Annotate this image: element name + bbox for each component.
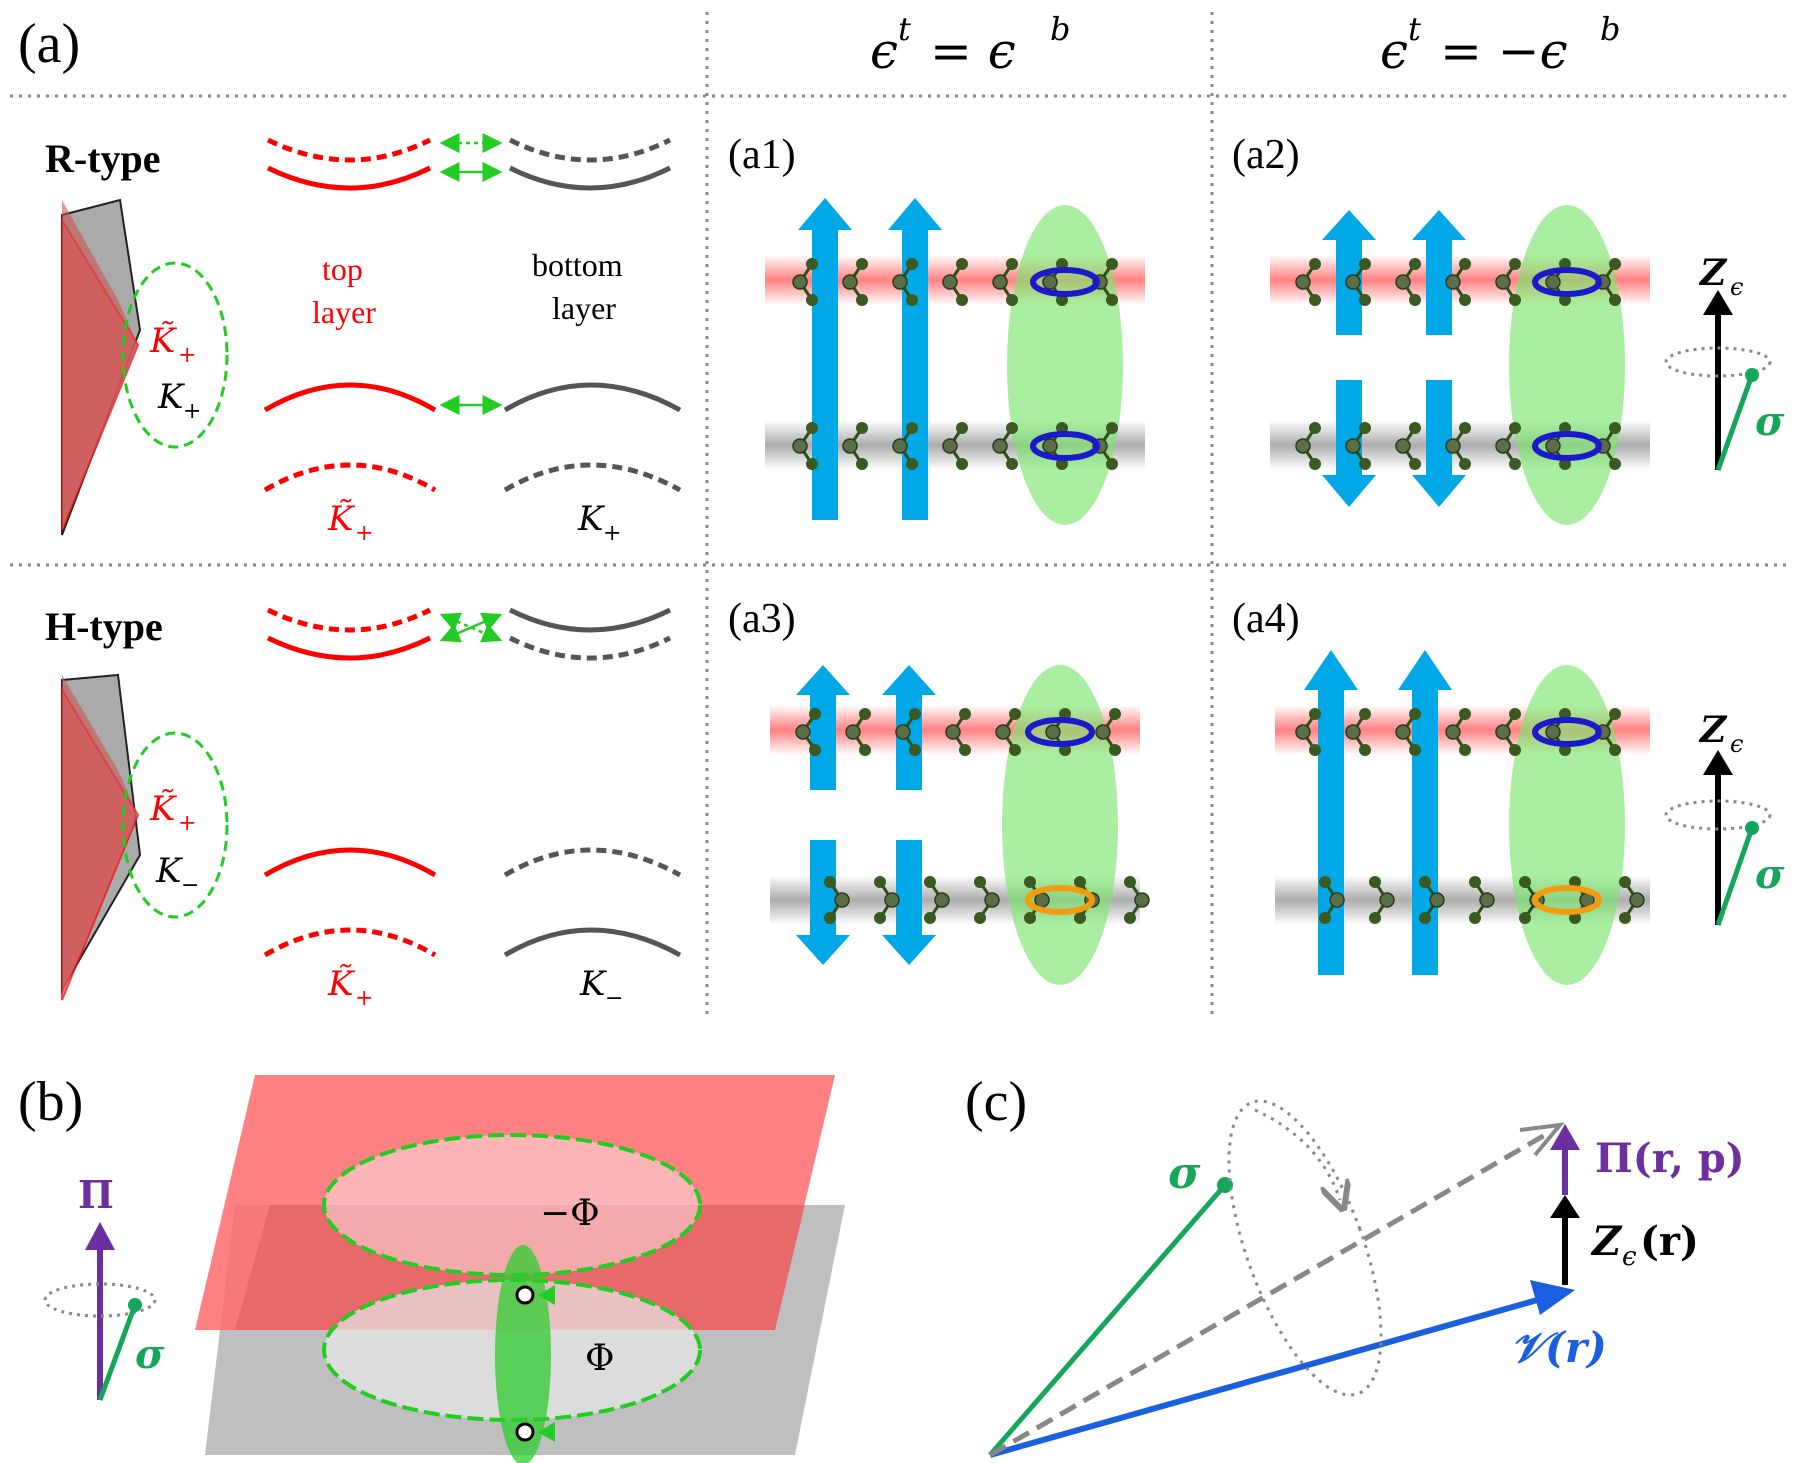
r-type-curves (263, 133, 682, 493)
col1-eps: ϵ (870, 22, 898, 80)
total-vector (988, 1132, 1547, 1458)
label-k-plus-r2: K (577, 499, 606, 539)
r-type-bands: K̃ + K + (61, 198, 229, 536)
col2-eps: ϵ (1380, 22, 1408, 80)
rotation-arrow (1532, 717, 1602, 747)
panel-a1 (765, 198, 1145, 525)
sigma-label-a4: σ (1755, 851, 1785, 898)
label-k-plus-sub-r2: + (603, 521, 621, 546)
v-vector (989, 1292, 1556, 1458)
label-kt-plus-sub-r2: + (355, 521, 373, 546)
panel-label-b: (b) (18, 1071, 83, 1133)
column-header-1: ϵ t = ϵ b (870, 10, 1070, 80)
sigma-vector (988, 1183, 1227, 1457)
v-r-label: 𝒱(r) (1510, 1323, 1607, 1372)
z-eps-sub-a2: ϵ (1730, 273, 1743, 301)
col2-sup: t (1408, 10, 1421, 48)
sigma-label-c: σ (1168, 1148, 1201, 1199)
panel-label-c: (c) (965, 1071, 1027, 1133)
spin-arrow-up (888, 198, 942, 520)
spin-arrow-up (798, 198, 852, 520)
minus-phi-label: −Φ (540, 1193, 600, 1234)
rotation-arrow (1532, 431, 1602, 461)
panel-c: σ Π(r, p) Z ϵ (r) 𝒱(r) (988, 1099, 1745, 1458)
col1-sup2: b (1050, 10, 1070, 48)
label-kt-plus-r2: K̃ (327, 499, 356, 539)
z-eps-label-c: Z (1590, 1218, 1623, 1265)
top-layer-line1: top (322, 251, 363, 287)
col2-eq: = −ϵ (1440, 22, 1568, 80)
top-layer-line2: layer (312, 294, 376, 330)
valley-ellipse-h (121, 731, 229, 919)
bottom-layer-line2: layer (552, 290, 616, 326)
label-k-minus-sub-h2: − (605, 986, 623, 1011)
label-kt-plus-h2: K̃ (327, 964, 356, 1004)
label-kt-plus-sub-h: + (178, 811, 196, 836)
bottom-layer-line1: bottom (532, 247, 623, 283)
z-eps-label-a2: Z (1698, 252, 1728, 294)
label-k-minus-sub-h: − (181, 873, 199, 898)
spin-arrow-up (1412, 210, 1466, 335)
panel-b: Π σ −Φ Φ (43, 1075, 845, 1463)
panel-a4: Z ϵ σ (1275, 650, 1785, 985)
h-type-bands: K̃ + K − (61, 673, 229, 1001)
spin-arrow-down (1412, 380, 1466, 507)
panel-label-a: (a) (18, 13, 80, 75)
label-k-minus-h2: K (579, 964, 608, 1004)
panel-label-a4: (a4) (1232, 596, 1300, 642)
panel-label-a3: (a3) (728, 596, 796, 642)
z-eps-label-a4: Z (1698, 709, 1728, 751)
label-kt-plus-h: K̃ (149, 789, 178, 829)
rotation-arrow-orange (1532, 885, 1602, 915)
panel-a3 (770, 665, 1151, 985)
row-label-h-type: H-type (45, 604, 163, 649)
panel-label-a1: (a1) (728, 132, 796, 178)
spin-arrow-up (796, 665, 850, 790)
label-kt-plus-r: K̃ (149, 321, 178, 361)
pi-rp-label: Π(r, p) (1595, 1135, 1745, 1182)
phi-label: Φ (585, 1338, 615, 1379)
label-k-plus-sub-r: + (183, 399, 201, 424)
row-label-r-type: R-type (45, 136, 161, 181)
panel-a2: Z ϵ σ (1270, 205, 1785, 525)
sigma-label-b: σ (135, 1331, 165, 1378)
column-header-2: ϵ t = −ϵ b (1380, 10, 1620, 80)
rotation-arrow (1030, 431, 1100, 461)
col1-sup: t (898, 10, 911, 48)
col2-sup2: b (1600, 10, 1620, 48)
spin-arrow-down (796, 840, 850, 965)
rotation-arrow-orange (1025, 885, 1095, 915)
z-r-label: (r) (1640, 1218, 1699, 1265)
panel-label-a2: (a2) (1232, 132, 1300, 178)
z-eps-sub-c: ϵ (1622, 1242, 1637, 1272)
valley-ellipse-r (121, 261, 229, 449)
rotation-arrow (1025, 717, 1095, 747)
label-kt-plus-sub-r: + (178, 343, 196, 368)
label-k-plus-r: K (157, 377, 186, 417)
spin-arrow-up (1304, 650, 1358, 975)
spin-arrow-up (1398, 650, 1452, 975)
label-k-minus-h: K (155, 851, 184, 891)
pi-label-b: Π (78, 1172, 114, 1217)
spin-arrow-up (1322, 210, 1376, 335)
rotation-arrow (1030, 267, 1100, 297)
z-eps-sub-a4: ϵ (1730, 730, 1743, 758)
rotation-arrow (1532, 267, 1602, 297)
label-kt-plus-sub-h2: + (355, 986, 373, 1011)
sigma-label-a2: σ (1755, 398, 1785, 445)
spin-arrow-down (882, 840, 936, 965)
col1-eq: = ϵ (930, 22, 1016, 80)
h-type-curves (263, 607, 682, 958)
